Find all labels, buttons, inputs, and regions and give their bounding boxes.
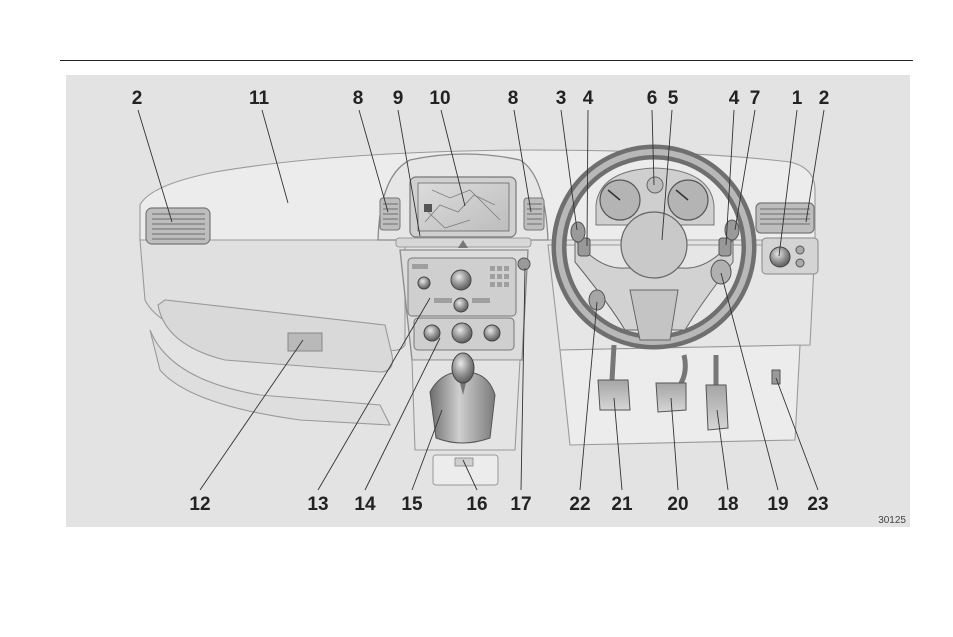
callout-bottom-16: 16 xyxy=(466,494,487,515)
ignition-switch xyxy=(711,260,731,284)
callout-top-1: 1 xyxy=(792,88,803,109)
callout-bottom-22: 22 xyxy=(569,494,590,515)
callout-top-6: 6 xyxy=(647,88,658,109)
glovebox-handle xyxy=(288,333,322,351)
climate-knob-center xyxy=(452,323,472,343)
callout-top-4-right: 4 xyxy=(729,88,740,109)
callout-bottom-19: 19 xyxy=(767,494,788,515)
callout-bottom-13: 13 xyxy=(307,494,328,515)
steering-controls-right xyxy=(719,238,731,256)
radio-selector-knob xyxy=(454,298,468,312)
callout-top-2-left: 2 xyxy=(132,88,143,109)
brake-pedal xyxy=(656,383,686,412)
callout-top-8-left: 8 xyxy=(353,88,364,109)
callout-bottom-20: 20 xyxy=(667,494,688,515)
cruise-control-lever xyxy=(589,290,605,310)
callout-top-7: 7 xyxy=(750,88,761,109)
callout-top-8-right: 8 xyxy=(508,88,519,109)
gear-lever-knob xyxy=(452,353,474,383)
callout-bottom-21: 21 xyxy=(611,494,633,515)
bonnet-release-lever xyxy=(772,370,780,384)
callout-top-3: 3 xyxy=(556,88,567,109)
accessory-socket xyxy=(518,258,530,270)
callout-bottom-23: 23 xyxy=(807,494,828,515)
callout-bottom-12: 12 xyxy=(189,494,210,515)
radio-small-knob xyxy=(418,277,430,289)
callout-bottom-14: 14 xyxy=(354,494,376,515)
radio-volume-knob xyxy=(451,270,471,290)
steering-wheel-hub xyxy=(621,212,687,278)
accelerator-pedal xyxy=(706,385,728,430)
callout-top-4-left: 4 xyxy=(583,88,594,109)
callout-top-9: 9 xyxy=(393,88,404,109)
climate-knob-left xyxy=(424,325,440,341)
clutch-pedal xyxy=(598,380,630,410)
callout-top-10: 10 xyxy=(429,88,450,109)
callout-bottom-18: 18 xyxy=(717,494,738,515)
callout-top-2-right: 2 xyxy=(819,88,830,109)
callout-bottom-17: 17 xyxy=(510,494,531,515)
callout-top-5: 5 xyxy=(668,88,679,109)
climate-knob-right xyxy=(484,325,500,341)
turn-signal-lever xyxy=(571,222,585,242)
figure-id-label: 30125 xyxy=(878,515,906,526)
callout-bottom-15: 15 xyxy=(401,494,423,515)
callout-top-11: 11 xyxy=(249,88,270,109)
